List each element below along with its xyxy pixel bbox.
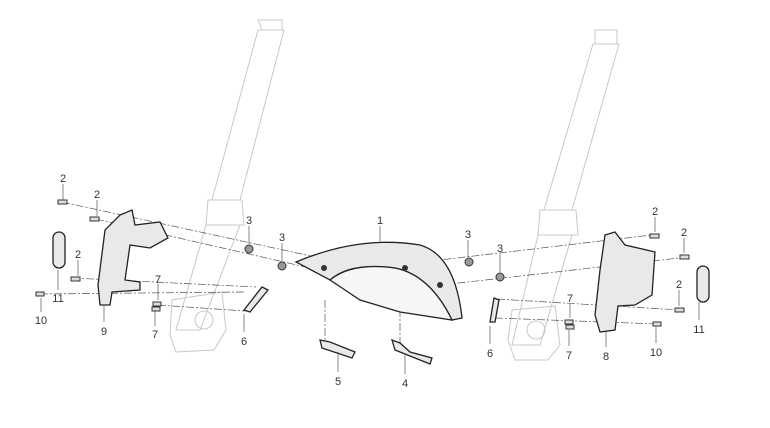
callout-6: 6 <box>487 348 493 360</box>
right-hose-clamp <box>489 297 500 323</box>
left-bracket <box>52 209 169 306</box>
callout-3: 3 <box>465 229 471 241</box>
callout-7: 7 <box>566 350 572 362</box>
callout-4: 4 <box>402 378 408 390</box>
callout-10: 10 <box>650 347 662 359</box>
leader-lines <box>40 184 700 374</box>
callout-2: 2 <box>94 189 100 201</box>
callout-2: 2 <box>676 279 682 291</box>
callout-3: 3 <box>246 215 252 227</box>
callout-labels: 2 2 2 11 10 9 7 7 6 3 3 1 5 4 3 3 6 7 7 … <box>35 173 705 390</box>
right-reflector <box>696 265 710 303</box>
fasteners <box>35 199 690 365</box>
assembly-lines <box>39 201 689 345</box>
callout-3: 3 <box>497 243 503 255</box>
left-fork <box>169 19 285 353</box>
callout-2: 2 <box>60 173 66 185</box>
callout-9: 9 <box>101 326 107 338</box>
callout-8: 8 <box>603 351 609 363</box>
fender-bracket-right <box>391 338 433 365</box>
right-fork <box>507 29 620 361</box>
right-bracket <box>594 231 710 333</box>
callout-6: 6 <box>241 336 247 348</box>
front-fender <box>294 241 463 321</box>
callout-2: 2 <box>652 206 658 218</box>
callout-2: 2 <box>681 227 687 239</box>
callout-7: 7 <box>567 293 573 305</box>
callout-7: 7 <box>152 329 158 341</box>
callout-5: 5 <box>335 376 341 388</box>
left-reflector <box>52 231 66 269</box>
callout-11: 11 <box>52 293 63 305</box>
left-hose-clamp <box>242 286 270 313</box>
callout-10: 10 <box>35 315 47 327</box>
callout-11: 11 <box>693 324 704 336</box>
fender-bracket-left <box>319 339 356 359</box>
callout-3: 3 <box>279 232 285 244</box>
callout-2: 2 <box>75 249 81 261</box>
callout-7: 7 <box>155 274 161 286</box>
callout-1: 1 <box>377 215 383 227</box>
